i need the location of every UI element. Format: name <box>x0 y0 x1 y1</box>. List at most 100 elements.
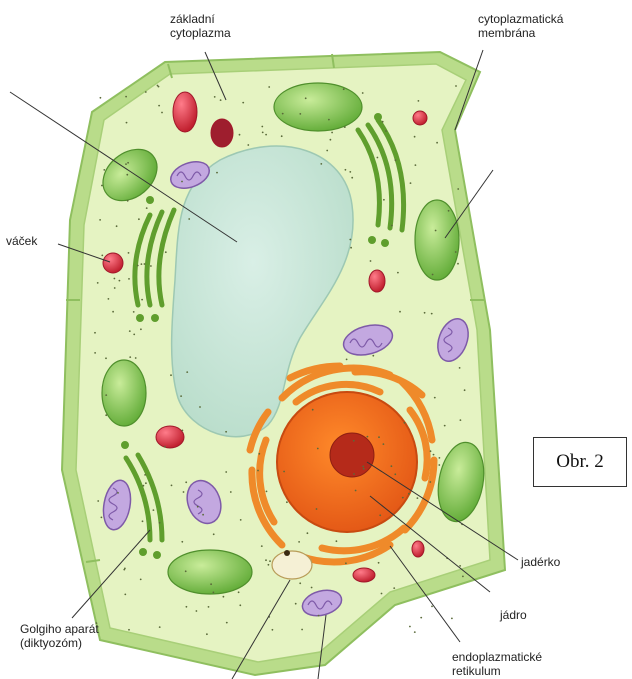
ribosome-dot <box>127 162 129 164</box>
ribosome-dot <box>362 466 364 468</box>
ribosome-dot <box>153 509 155 511</box>
small-organelle <box>272 551 312 579</box>
ribosome-dot <box>197 506 199 508</box>
ribosome-dot <box>126 174 128 176</box>
ribosome-dot <box>317 448 319 450</box>
ribosome-dot <box>180 395 182 397</box>
ribosome-dot <box>247 144 249 146</box>
ribosome-dot <box>433 454 435 456</box>
ribosome-dot <box>439 457 441 459</box>
ribosome-dot <box>448 210 450 212</box>
ribosome-dot <box>94 352 96 354</box>
ribosome-dot <box>116 225 118 227</box>
ribosome-dot <box>394 473 396 475</box>
vesicle <box>353 568 375 582</box>
label-jaderko: jadérko <box>521 555 560 569</box>
ribosome-dot <box>404 422 406 424</box>
ribosome-dot <box>305 97 307 99</box>
label-golgiho-aparat: Golgiho aparát (diktyozóm) <box>20 622 99 650</box>
ribosome-dot <box>159 522 161 524</box>
label-line: jádro <box>500 608 527 622</box>
ribosome-dot <box>105 414 107 416</box>
ribosome-dot <box>265 134 267 136</box>
ribosome-dot <box>161 112 163 114</box>
ribosome-dot <box>105 357 107 359</box>
ribosome-dot <box>103 169 105 171</box>
ribosome-dot <box>429 481 431 483</box>
ribosome-dot <box>150 265 152 267</box>
label-line: membrána <box>478 26 563 40</box>
ribosome-dot <box>444 425 446 427</box>
ribosome-dot <box>431 313 433 315</box>
ribosome-dot <box>268 86 270 88</box>
vesicle <box>413 111 427 125</box>
ribosome-dot <box>420 617 422 619</box>
ribosome-dot <box>283 471 285 473</box>
ribosome-dot <box>145 482 147 484</box>
vesicle <box>156 426 184 448</box>
ribosome-dot <box>328 119 330 121</box>
ribosome-dot <box>383 443 385 445</box>
ribosome-dot <box>141 299 143 301</box>
ribosome-dot <box>378 562 380 564</box>
ribosome-dot <box>240 519 242 521</box>
ribosome-dot <box>114 287 116 289</box>
ribosome-dot <box>336 540 338 542</box>
ribosome-dot <box>295 603 297 605</box>
ribosome-dot <box>101 255 103 257</box>
ribosome-dot <box>414 136 416 138</box>
ribosome-dot <box>223 596 225 598</box>
ribosome-dot <box>206 633 208 635</box>
ribosome-dot <box>128 278 130 280</box>
ribosome-dot <box>112 311 114 313</box>
ribosome-dot <box>225 431 227 433</box>
ribosome-dot <box>266 491 268 493</box>
ribosome-dot <box>239 604 241 606</box>
ribosome-dot <box>435 230 437 232</box>
ribosome-dot <box>257 470 259 472</box>
ribosome-dot <box>414 631 416 633</box>
ribosome-dot <box>377 157 379 159</box>
ribosome-dot <box>399 311 401 313</box>
ribosome-dot <box>402 497 404 499</box>
ribosome-dot <box>363 468 365 470</box>
label-endoplazmaticke-retikulum: endoplazmatické retikulum <box>452 650 542 678</box>
ribosome-dot <box>101 185 103 187</box>
label-jadro: jádro <box>500 608 527 622</box>
vesicle <box>211 119 233 147</box>
ribosome-dot <box>129 356 131 358</box>
ribosome-dot <box>125 163 127 165</box>
label-line: jadérko <box>521 555 560 569</box>
ribosome-dot <box>391 465 393 467</box>
ribosome-dot <box>351 177 353 179</box>
ribosome-dot <box>316 508 318 510</box>
ribosome-dot <box>299 582 301 584</box>
ribosome-dot <box>142 520 144 522</box>
ribosome-dot <box>196 610 198 612</box>
ribosome-dot <box>462 576 464 578</box>
ribosome-dot <box>143 485 145 487</box>
ribosome-dot <box>213 592 215 594</box>
ribosome-dot <box>185 570 187 572</box>
label-line: (diktyozóm) <box>20 636 99 650</box>
ribosome-dot <box>312 409 314 411</box>
ribosome-dot <box>242 102 244 104</box>
ribosome-dot <box>350 247 352 249</box>
ribosome-dot <box>436 142 438 144</box>
ribosome-dot <box>171 485 173 487</box>
ribosome-dot <box>97 500 99 502</box>
label-zakladni-cytoplazma: základní cytoplazma <box>170 12 231 40</box>
ribosome-dot <box>230 491 232 493</box>
ribosome-dot <box>330 139 332 141</box>
ribosome-dot <box>123 569 125 571</box>
ribosome-dot <box>258 453 260 455</box>
ribosome-dot <box>186 606 188 608</box>
ribosome-dot <box>99 219 101 221</box>
ribosome-dot <box>158 86 160 88</box>
ribosome-dot <box>272 629 274 631</box>
ribosome-dot <box>159 626 161 628</box>
ribosome-dot <box>239 134 241 136</box>
ribosome-dot <box>345 169 347 171</box>
ribosome-dot <box>214 96 216 98</box>
ribosome-dot <box>199 406 201 408</box>
